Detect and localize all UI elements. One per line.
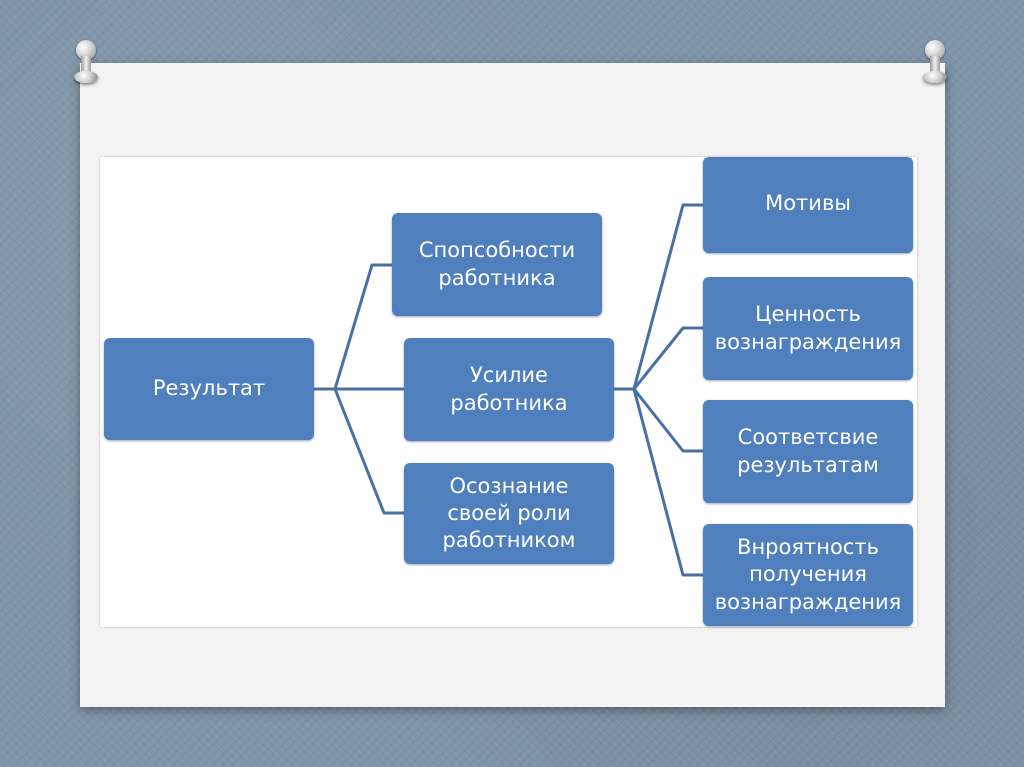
node-results-match: Соответсвие результатам [703, 400, 913, 503]
connector-effort-value [614, 328, 703, 389]
node-role-awareness: Осознание своей роли работником [404, 463, 614, 564]
connector-effort-match [614, 389, 703, 451]
node-worker-ability: Спопсобности работника [392, 213, 602, 316]
connector-effort-probability [614, 389, 703, 575]
connector-result-ability [314, 265, 392, 389]
connector-result-awareness [314, 389, 404, 513]
node-worker-effort: Усилие работника [404, 338, 614, 441]
connector-effort-motives [614, 205, 703, 389]
node-reward-probability: Внроятность получения вознаграждения [703, 524, 913, 626]
node-motives: Мотивы [703, 157, 913, 253]
node-result: Результат [104, 338, 314, 440]
node-reward-value: Ценность вознаграждения [703, 277, 913, 380]
